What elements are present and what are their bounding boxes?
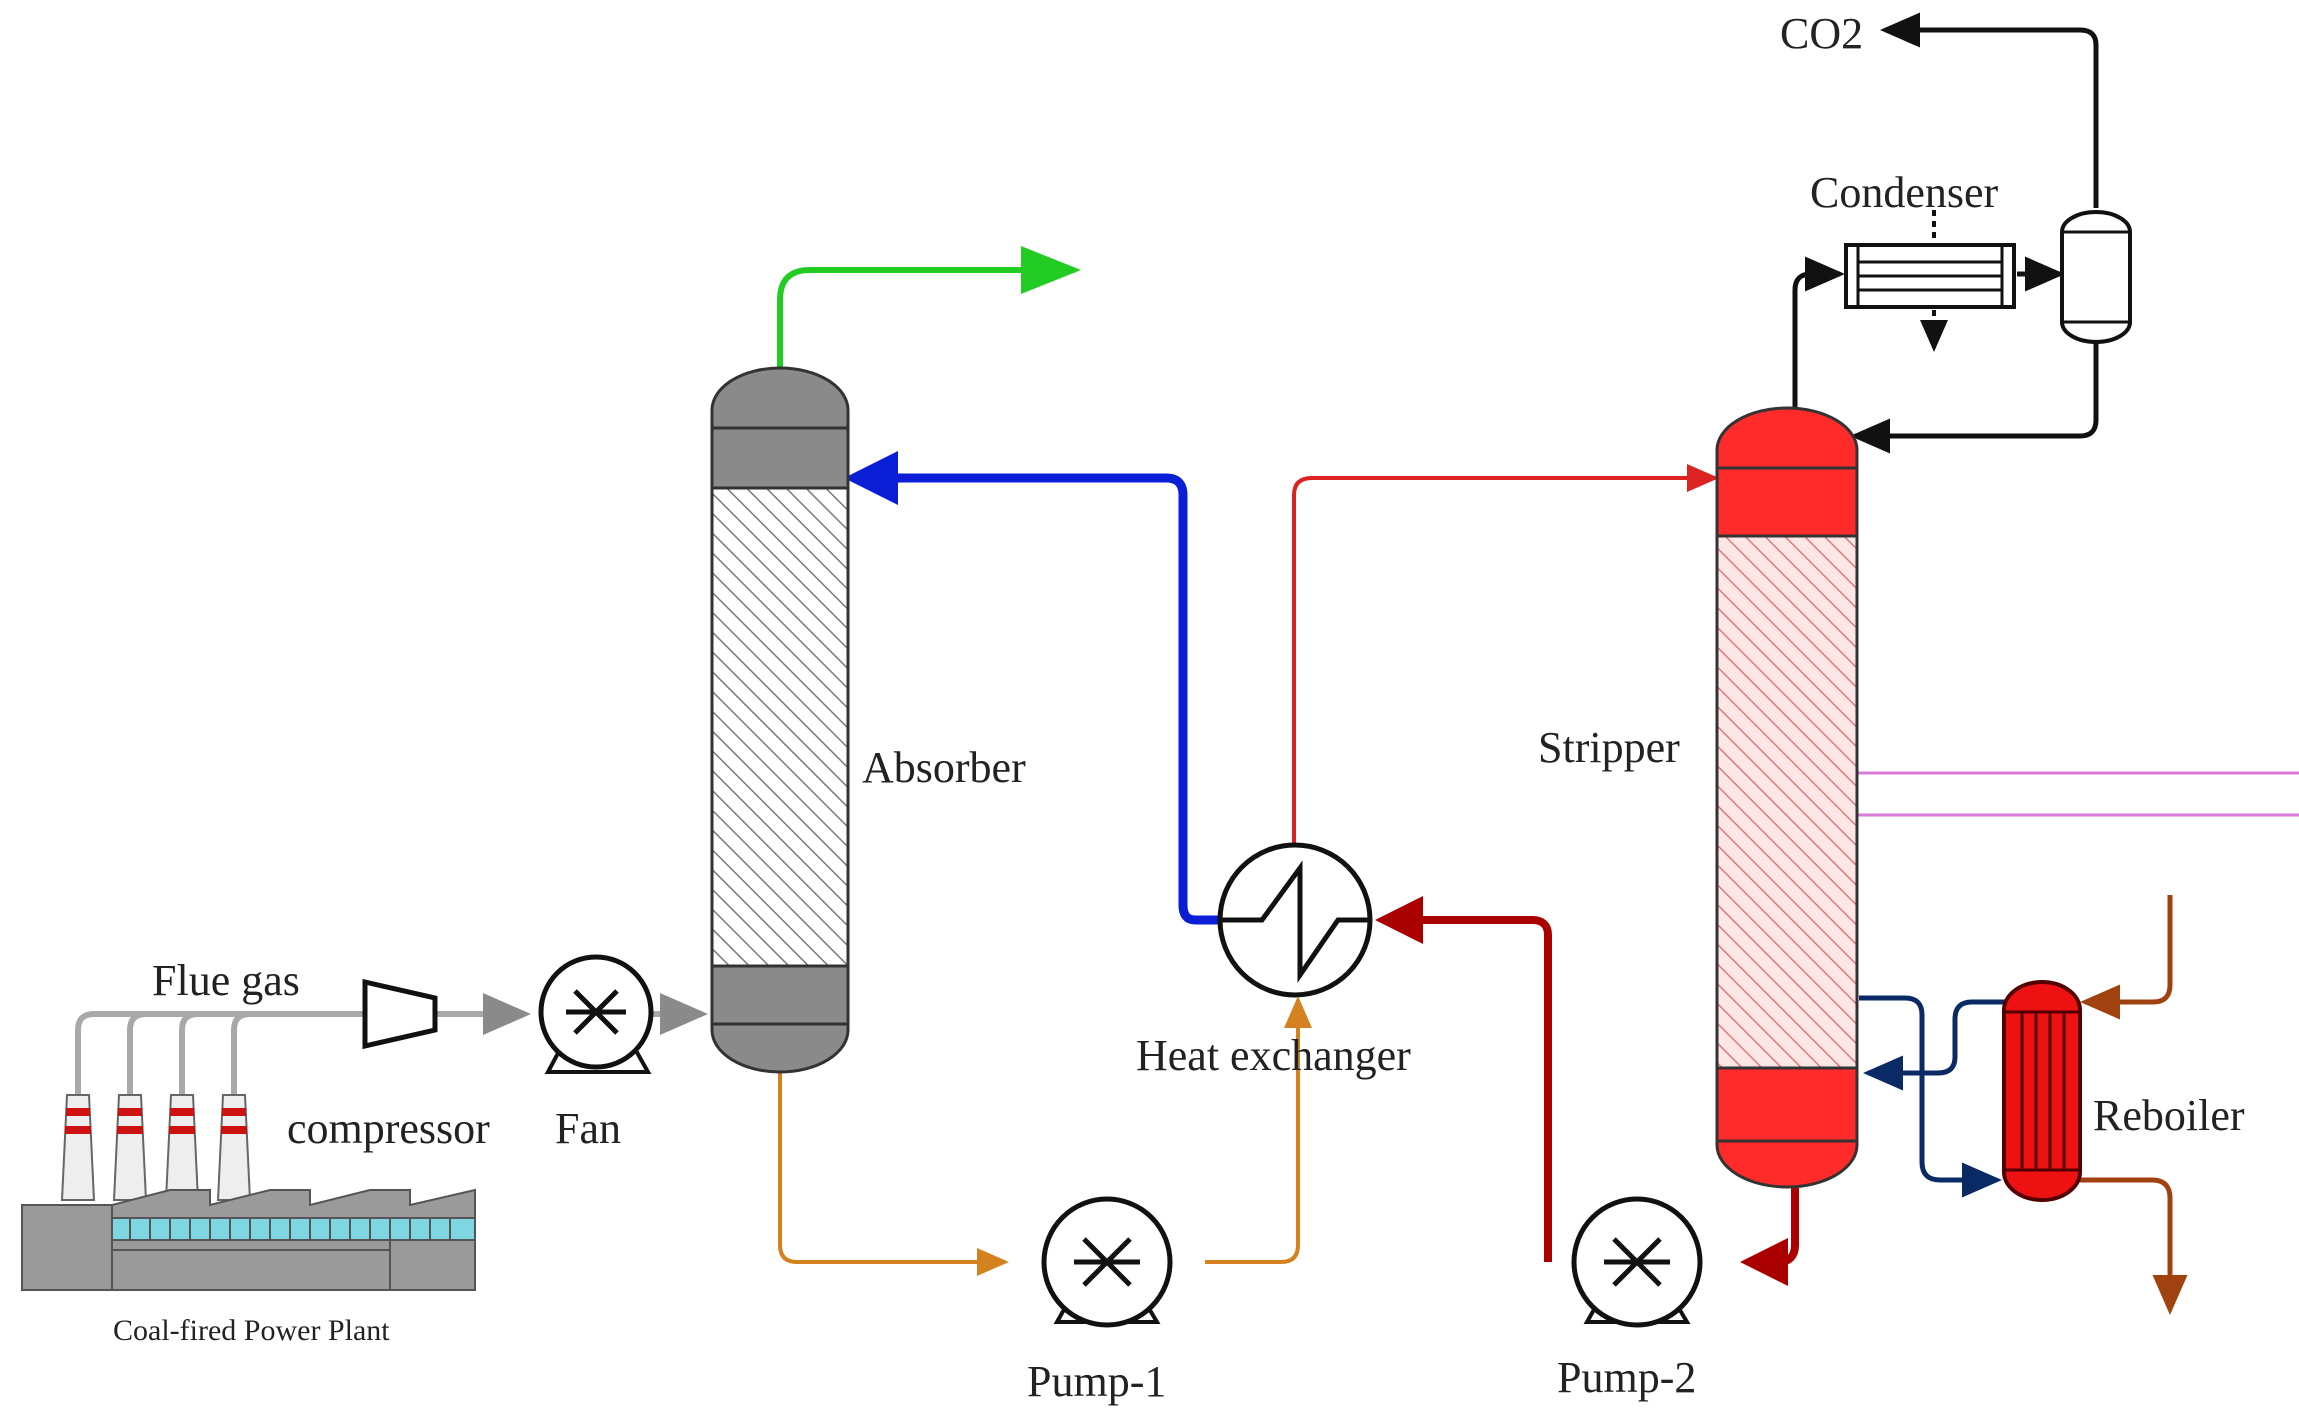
steam-in-stream <box>2080 895 2173 1020</box>
lean-solvent-stream <box>844 451 1218 925</box>
heat-exchanger-label: Heat exchanger <box>1136 1031 1411 1080</box>
lean-solvent-to-hx-stream <box>1375 896 1552 1262</box>
rich-solvent-to-hx-stream <box>1205 996 1312 1264</box>
fan <box>538 954 654 1074</box>
condenser <box>1844 243 2016 309</box>
clean-gas-stream <box>777 246 1081 372</box>
flue-gas-branch-4 <box>231 1011 251 1095</box>
rich-solvent-hot-stream <box>1292 464 1719 845</box>
absorber-column <box>710 366 850 1074</box>
reboiler-feed-stream <box>1859 995 2002 1198</box>
energy-link-indicator <box>1833 771 2299 817</box>
reflux-stream <box>1850 342 2099 454</box>
power-plant-icon <box>21 1094 476 1291</box>
flue-gas-header <box>75 1011 363 1095</box>
reboiler-label: Reboiler <box>2093 1091 2245 1140</box>
pump-1-label: Pump-1 <box>1027 1357 1166 1406</box>
reboiler-return-stream <box>1863 999 2005 1091</box>
chimney <box>164 1094 200 1201</box>
compressor-label: compressor <box>287 1104 490 1153</box>
stripper-column <box>1715 406 1859 1189</box>
power-plant-label: Coal-fired Power Plant <box>113 1314 390 1347</box>
chimney <box>112 1094 148 1201</box>
heat-exchanger <box>1217 842 1373 998</box>
chimney <box>216 1094 252 1201</box>
reboiler <box>2002 980 2082 1202</box>
condenser-label: Condenser <box>1810 168 1999 217</box>
lean-solvent-hot-stream <box>1740 1183 1799 1286</box>
stripper-label: Stripper <box>1538 723 1680 772</box>
chimney <box>60 1094 96 1201</box>
co2-product-stream <box>1880 12 2099 208</box>
stripper-overhead-stream <box>1792 256 1845 408</box>
compressor <box>362 978 438 1050</box>
flue-gas-branch-3 <box>179 1011 199 1095</box>
condensate-out-stream <box>2050 1177 2188 1315</box>
absorber-label: Absorber <box>862 743 1026 792</box>
pump-1 <box>1041 1196 1173 1328</box>
rich-solvent-cold-stream <box>778 1070 1009 1276</box>
flue-gas-branch-2 <box>127 1011 147 1095</box>
pump-2 <box>1571 1196 1703 1328</box>
co2-label: CO2 <box>1780 9 1863 58</box>
flue-gas-label: Flue gas <box>152 956 300 1005</box>
reflux-drum <box>2060 210 2132 344</box>
pump-2-label: Pump-2 <box>1557 1353 1696 1402</box>
fan-label: Fan <box>555 1104 621 1153</box>
